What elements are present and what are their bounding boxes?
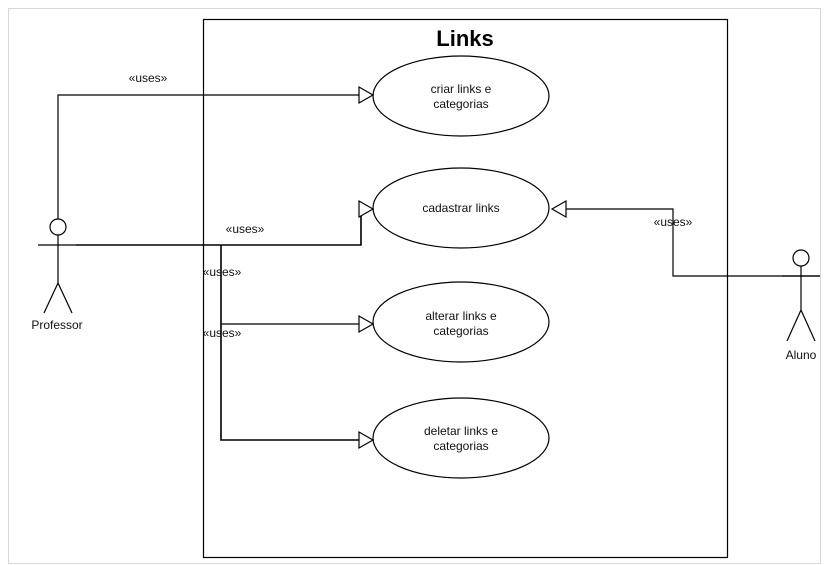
actor-aluno-leg-left xyxy=(786,309,802,342)
arrowhead-cadastrar xyxy=(358,199,375,219)
use-case-cadastrar[interactable]: cadastrar links xyxy=(372,167,550,249)
actor-aluno-label: Aluno xyxy=(786,348,817,362)
use-case-criar-line2: categorias xyxy=(433,97,488,111)
use-case-criar-ellipse xyxy=(372,55,550,137)
arrowhead-deletar xyxy=(358,430,375,450)
uses-label-cadastrar: «uses» xyxy=(226,222,265,236)
connector-professor-cadastrar xyxy=(76,209,362,246)
connector-professor-trunk xyxy=(220,245,361,441)
use-case-criar-line1: criar links e xyxy=(431,82,492,96)
use-case-deletar-line1: deletar links e xyxy=(424,424,498,438)
uses-label-aluno: «uses» xyxy=(654,215,693,229)
actor-professor-leg-right xyxy=(57,282,73,314)
use-case-deletar-ellipse xyxy=(372,397,550,479)
arrowhead-criar xyxy=(358,85,375,105)
actor-professor-head xyxy=(49,218,67,236)
use-case-deletar[interactable]: deletar links e categorias xyxy=(372,397,550,479)
use-case-alterar-line1: alterar links e xyxy=(425,309,497,323)
system-boundary xyxy=(202,18,729,559)
actor-aluno-head xyxy=(792,249,810,267)
actor-professor-leg-left xyxy=(43,282,59,314)
actor-professor[interactable]: Professor xyxy=(31,218,83,332)
use-case-alterar-line2: categorias xyxy=(433,324,488,338)
uses-label-alterar-2: «uses» xyxy=(203,326,242,340)
system-title: Links xyxy=(436,26,493,51)
uses-label-criar: «uses» xyxy=(129,71,168,85)
use-case-cadastrar-line1: cadastrar links xyxy=(422,201,499,215)
actor-aluno-leg-right xyxy=(800,309,816,342)
use-case-alterar[interactable]: alterar links e categorias xyxy=(372,281,550,363)
use-case-deletar-line2: categorias xyxy=(433,439,488,453)
use-case-cadastrar-ellipse xyxy=(372,167,550,249)
actor-professor-label: Professor xyxy=(31,318,82,332)
use-case-alterar-ellipse xyxy=(372,281,550,363)
arrowhead-alterar xyxy=(358,314,375,334)
connector-aluno-cadastrar xyxy=(565,208,820,277)
use-case-criar[interactable]: criar links e categorias xyxy=(372,55,550,137)
uses-label-alterar-1: «uses» xyxy=(203,265,242,279)
connector-professor-criar xyxy=(57,94,361,219)
arrowhead-aluno-cadastrar xyxy=(550,199,567,219)
